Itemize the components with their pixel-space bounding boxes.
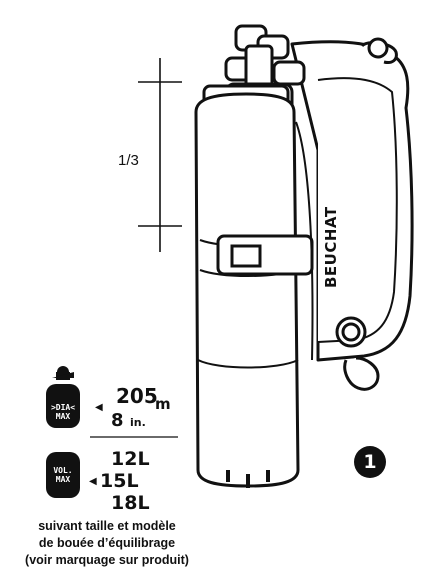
brand-label: BEUCHAT (322, 206, 340, 288)
diameter-in-unit: in. (130, 416, 146, 429)
measurement-guide (138, 58, 182, 252)
caption: suivant taille et modèle de bouée d’équi… (0, 518, 214, 569)
diameter-mm-unit: m (155, 395, 171, 413)
tank-label-volume: VOL. MAX (48, 466, 78, 484)
tank-label-diameter-bottom: MAX (55, 412, 71, 421)
diameter-in-value: 8 (111, 410, 124, 431)
tank-label-volume-top: VOL. (53, 466, 73, 475)
caption-line-3: (voir marquage sur produit) (25, 553, 189, 567)
scuba-tank (194, 92, 314, 488)
caption-line-2: de bouée d’équilibrage (38, 536, 176, 550)
volume-option-2: 15L (100, 470, 139, 492)
tank-label-diameter: >DIA< MAX (48, 403, 78, 421)
volume-option-1: 12L (111, 448, 150, 470)
diameter-mm-value: 205 (116, 384, 158, 408)
pointer-arrow-icon: ◀ (95, 402, 103, 413)
tank-label-diameter-top: >DIA< (50, 403, 76, 412)
bcd-harness (290, 37, 414, 391)
caption-line-1: suivant taille et modèle (38, 519, 176, 533)
fraction-label: 1/3 (118, 152, 139, 169)
tank-label-volume-bottom: MAX (55, 475, 71, 484)
tank-icon-volume (46, 452, 80, 498)
tank-icon-diameter (46, 366, 80, 428)
volume-option-3: 18L (111, 492, 150, 514)
pointer-arrow-icon: ◀ (89, 476, 97, 487)
step-badge: 1 (354, 446, 386, 478)
